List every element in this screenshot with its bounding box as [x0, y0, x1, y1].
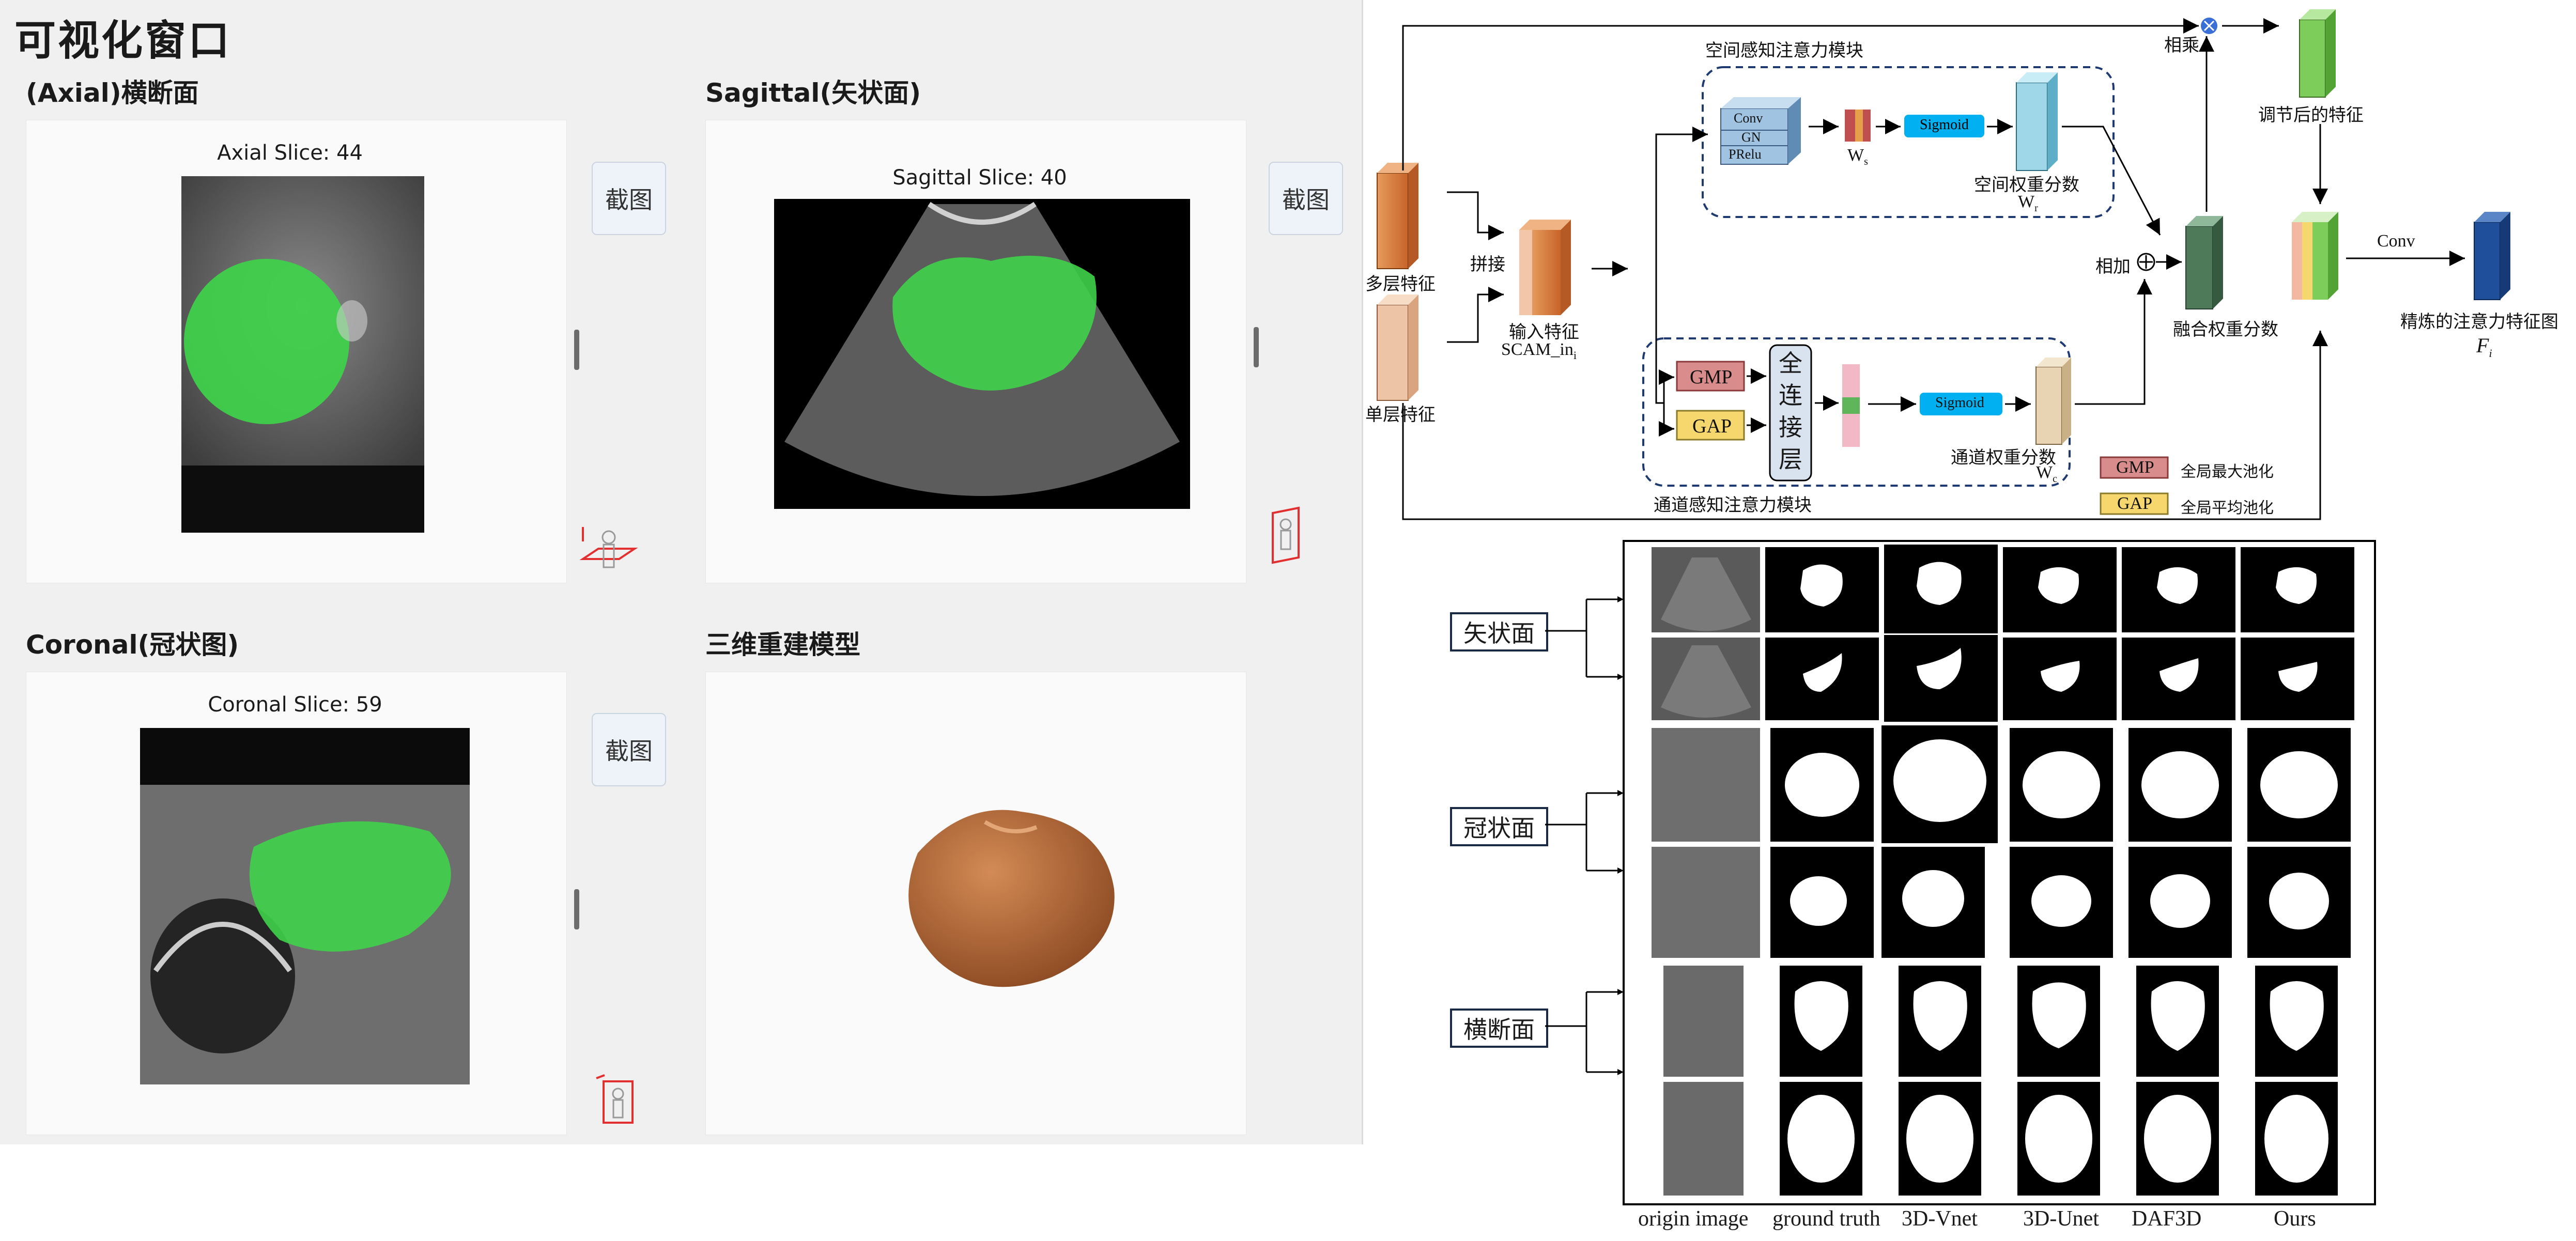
legend-gap-key: GAP: [2117, 494, 2153, 513]
multi-feature-label: 多层特征: [1365, 274, 1436, 294]
sagittal-row-1: [1652, 545, 2354, 633]
column-label-origin-image: origin image: [1638, 1207, 1749, 1231]
model3d-render[interactable]: [882, 791, 1130, 1008]
axial-view-title: (Axial)横断面: [26, 78, 199, 108]
axial-row-2: [1663, 1082, 2338, 1196]
column-label-3d-vnet: 3D-Vnet: [1902, 1207, 1978, 1231]
fi-label: Fi: [2476, 334, 2492, 360]
wr-label: Wr: [2018, 192, 2038, 214]
fc-layer-label: 全连接层: [1779, 349, 1802, 473]
column-label-3d-unet: 3D-Unet: [2023, 1207, 2099, 1231]
multiply-label: 相乘: [2164, 35, 2199, 56]
sagittal-slice-scrollbar[interactable]: [1254, 327, 1259, 367]
wc-label: Wc: [2036, 463, 2057, 485]
channel-weight-label: 通道权重分数: [1951, 447, 2056, 468]
prelu-layer-label: PRelu: [1729, 147, 1762, 162]
fused-weight-label: 融合权重分数: [2173, 319, 2278, 340]
sagittal-slice-image[interactable]: [774, 199, 1190, 509]
coronal-slice-image[interactable]: [140, 728, 470, 1084]
sagittal-view-title: Sagittal(矢状面): [705, 78, 921, 108]
coronal-slice-scrollbar[interactable]: [574, 889, 579, 929]
channel-module-frame: [1642, 337, 2071, 487]
axial-orientation-icon[interactable]: [578, 522, 640, 573]
single-feature-label: 单层特征: [1365, 405, 1436, 425]
ws-label: Ws: [1847, 146, 1868, 167]
coronal-row-2: [1652, 847, 2351, 958]
sagittal-orientation-icon[interactable]: [1269, 504, 1305, 566]
visualization-window: 可视化窗口 (Axial)横断面 Axial Slice: 44 截图 Sagi…: [0, 0, 1363, 1144]
coronal-segmentation-overlay: [249, 821, 451, 952]
axial-view-panel[interactable]: Axial Slice: 44: [26, 120, 579, 583]
sagittal-row-2: [1652, 635, 2354, 722]
sagittal-segmentation-overlay: [892, 256, 1097, 391]
row-group-axial: 横断面: [1450, 1009, 1548, 1048]
concat-label: 拼接: [1470, 254, 1505, 275]
sagittal-ultrasound: [784, 201, 1180, 496]
gmp-box-label: GMP: [1690, 366, 1733, 388]
axial-slice-scrollbar[interactable]: [574, 330, 579, 370]
model3d-mesh: [908, 810, 1115, 987]
sagittal-view-panel[interactable]: Sagittal Slice: 40: [705, 120, 1259, 583]
legend-gap-text: 全局平均池化: [2181, 499, 2274, 517]
coronal-row-1: [1652, 725, 2351, 843]
column-label-daf3d: DAF3D: [2132, 1207, 2202, 1231]
spatial-weight-label: 空间权重分数: [1974, 175, 2079, 195]
axial-slice-image[interactable]: [181, 176, 424, 533]
coronal-view-panel[interactable]: Coronal Slice: 59: [26, 672, 579, 1135]
row-group-coronal: 冠状面: [1450, 807, 1548, 846]
comparison-thumbnails: [1652, 545, 2354, 1196]
spatial-module-title: 空间感知注意力模块: [1705, 40, 1863, 61]
legend-gmp-text: 全局最大池化: [2181, 463, 2274, 481]
input-feature-label: 输入特征: [1509, 322, 1579, 343]
gn-layer-label: GN: [1741, 130, 1761, 145]
conv-arrow-label: Conv: [2377, 231, 2415, 251]
coronal-snapshot-button[interactable]: 截图: [592, 713, 666, 786]
sagittal-slice-label: Sagittal Slice: 40: [892, 166, 1067, 190]
axial-row-1: [1663, 966, 2338, 1077]
axial-slice-label: Axial Slice: 44: [217, 141, 363, 165]
conv-layer-label: Conv: [1734, 111, 1763, 126]
row-group-brackets: [1545, 596, 1624, 1075]
spatial-sigmoid-label: Sigmoid: [1920, 117, 1969, 133]
sagittal-snapshot-button[interactable]: 截图: [1269, 162, 1343, 235]
channel-sigmoid-label: Sigmoid: [1935, 395, 1984, 411]
coronal-view-title: Coronal(冠状图): [26, 630, 239, 660]
column-label-ground-truth: ground truth: [1772, 1207, 1880, 1231]
coronal-orientation-icon[interactable]: [593, 1072, 640, 1129]
input-feature-name: SCAM_ini: [1501, 340, 1577, 362]
row-group-sagittal: 矢状面: [1450, 612, 1548, 651]
axial-snapshot-button[interactable]: 截图: [592, 162, 666, 235]
axial-ultrasound: [181, 176, 424, 533]
channel-module-title: 通道感知注意力模块: [1654, 495, 1812, 516]
axial-segmentation-overlay: [184, 259, 349, 424]
diagram-connections: [1377, 9, 2510, 520]
add-label: 相加: [2095, 256, 2131, 277]
model3d-view-title: 三维重建模型: [705, 630, 860, 660]
adjusted-feature-label: 调节后的特征: [2258, 105, 2364, 126]
segmentation-comparison-grid: [1623, 540, 2376, 1205]
window-title: 可视化窗口: [14, 17, 232, 65]
legend-gmp-key: GMP: [2116, 458, 2154, 477]
spatial-module-frame: [1702, 66, 2115, 218]
gap-box-label: GAP: [1692, 415, 1732, 437]
column-label-ours: Ours: [2274, 1207, 2316, 1231]
attention-module-diagram: 空间感知注意力模块 通道感知注意力模块 多层特征 单层特征 拼接 输入特征 SC…: [1364, 0, 2576, 527]
coronal-slice-label: Coronal Slice: 59: [208, 693, 382, 717]
coronal-ultrasound: [140, 728, 470, 1084]
model3d-view-panel[interactable]: [705, 672, 1246, 1135]
refined-feature-label: 精炼的注意力特征图: [2400, 312, 2558, 332]
